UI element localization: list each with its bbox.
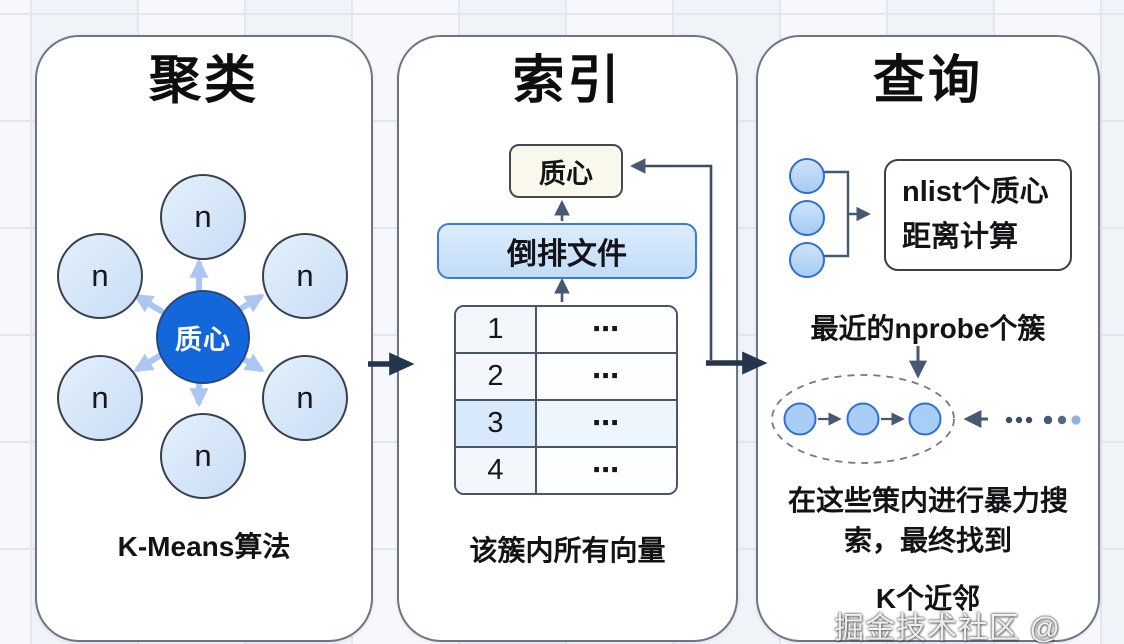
- table-cell-id: 4: [456, 448, 537, 493]
- query-vector-dot: [789, 200, 825, 236]
- nlist-box-line1: nlist个质心: [902, 176, 1049, 209]
- cluster-node-label: n: [194, 438, 212, 473]
- table-cell-value: ⋯: [537, 307, 676, 352]
- clustering-caption: K-Means算法: [117, 531, 291, 562]
- table-cell-value: ⋯: [537, 354, 676, 399]
- clustering-title: 聚类: [148, 52, 259, 110]
- indexing-title: 索引: [512, 52, 623, 110]
- nprobe-label: 最近的nprobe个簇: [810, 313, 1046, 344]
- table-row-highlighted: 3 ⋯: [456, 401, 676, 448]
- centroid-circle: 质心: [156, 290, 250, 384]
- centroid-circle-label: 质心: [175, 324, 231, 355]
- table-row: 1 ⋯: [456, 307, 676, 354]
- knn-result-text: K个近邻: [875, 583, 981, 614]
- table-row: 4 ⋯: [456, 448, 676, 493]
- table-cell-id: 3: [456, 401, 537, 446]
- cluster-node-upper-right: n: [262, 233, 348, 319]
- clustering-panel: 聚类 n n n n n n 质心 K-Means算法: [35, 35, 373, 642]
- nlist-distance-box: nlist个质心 距离计算: [884, 159, 1072, 271]
- centroid-box-label: 质心: [539, 158, 593, 189]
- cluster-node-lower-right: n: [262, 355, 348, 441]
- table-cell-value: ⋯: [537, 401, 676, 446]
- query-vector-dot: [789, 158, 825, 194]
- inverted-file-label: 倒排文件: [507, 238, 627, 271]
- table-cell-value: ⋯: [537, 448, 676, 493]
- table-cell-id: 2: [456, 354, 537, 399]
- watermark: 掘金技术社区 @ chaors: [834, 612, 1061, 644]
- table-cell-id: 1: [456, 307, 537, 352]
- indexing-panel: 索引 质心 倒排文件 1 ⋯ 2 ⋯ 3 ⋯ 4 ⋯ 该簇内所有向量: [397, 35, 738, 642]
- nlist-box-line2: 距离计算: [902, 221, 1019, 253]
- inverted-list-table: 1 ⋯ 2 ⋯ 3 ⋯ 4 ⋯: [454, 305, 678, 495]
- centroid-box: 质心: [509, 144, 623, 198]
- cluster-node-label: n: [296, 380, 314, 415]
- cluster-node-upper-left: n: [57, 233, 143, 319]
- cluster-node-label: n: [91, 258, 109, 293]
- cluster-node-lower-left: n: [57, 355, 143, 441]
- query-title: 查询: [872, 52, 983, 110]
- query-panel: 查询 nlist个质心 距离计算 最近的nprobe个簇 在这些策内进行暴力搜索…: [756, 35, 1100, 642]
- cluster-node-label: n: [91, 380, 109, 415]
- indexing-caption: 该簇内所有向量: [469, 535, 666, 566]
- table-row: 2 ⋯: [456, 354, 676, 401]
- cluster-node-label: n: [194, 199, 212, 234]
- cluster-node-bottom: n: [160, 413, 246, 499]
- cluster-node-top: n: [160, 174, 246, 260]
- inverted-file-box: 倒排文件: [437, 223, 697, 279]
- cluster-node-label: n: [296, 258, 314, 293]
- brute-force-search-text: 在这些策内进行暴力搜索，最终找到: [787, 485, 1068, 556]
- query-vector-dot: [789, 242, 825, 278]
